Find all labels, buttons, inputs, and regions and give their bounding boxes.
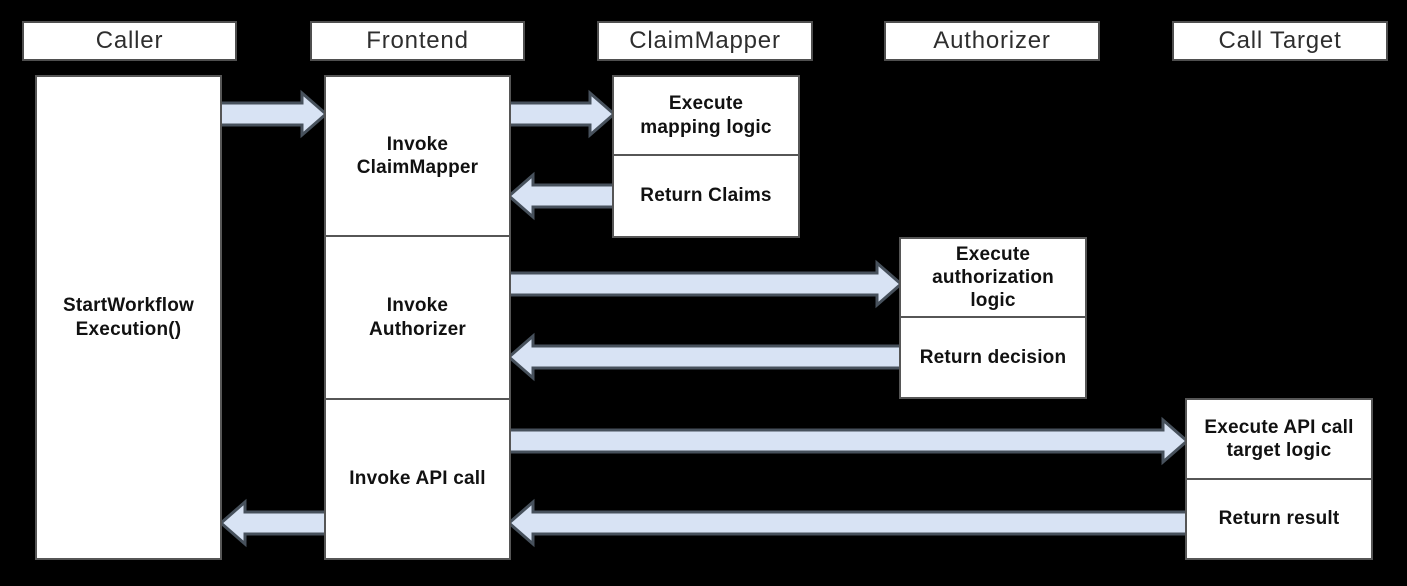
activation-caller-startworkflowexecution: StartWorkflow Execution() xyxy=(35,75,222,560)
arrow-claimmapper-to-frontend-return xyxy=(506,171,620,221)
arrow-frontend-to-authorizer xyxy=(502,259,904,309)
arrow-caller-to-frontend xyxy=(214,89,329,139)
arrow-authorizer-to-frontend-return xyxy=(506,332,907,382)
lifeline-header-caller: Caller xyxy=(22,21,237,61)
activation-frontend-invoke-api-call: Invoke API call xyxy=(324,398,511,560)
lifeline-header-claimmapper: ClaimMapper xyxy=(597,21,813,61)
arrow-calltarget-to-frontend-return xyxy=(506,498,1193,548)
activation-claimmapper-return-claims: Return Claims xyxy=(612,154,800,238)
arrow-frontend-to-calltarget xyxy=(502,416,1190,466)
lifeline-header-frontend: Frontend xyxy=(310,21,525,61)
activation-calltarget-execute-api-call-target-logic: Execute API call target logic xyxy=(1185,398,1373,480)
arrow-frontend-to-claimmapper xyxy=(502,89,617,139)
lifeline-header-authorizer: Authorizer xyxy=(884,21,1100,61)
activation-claimmapper-execute-mapping-logic: Execute mapping logic xyxy=(612,75,800,156)
activation-authorizer-return-decision: Return decision xyxy=(899,316,1087,399)
activation-authorizer-execute-authorization-logic: Execute authorization logic xyxy=(899,237,1087,318)
arrow-frontend-to-caller-return xyxy=(218,498,332,548)
activation-frontend-invoke-authorizer: Invoke Authorizer xyxy=(324,235,511,400)
activation-frontend-invoke-claimmapper: Invoke ClaimMapper xyxy=(324,75,511,237)
lifeline-header-calltarget: Call Target xyxy=(1172,21,1388,61)
activation-calltarget-return-result: Return result xyxy=(1185,478,1373,560)
